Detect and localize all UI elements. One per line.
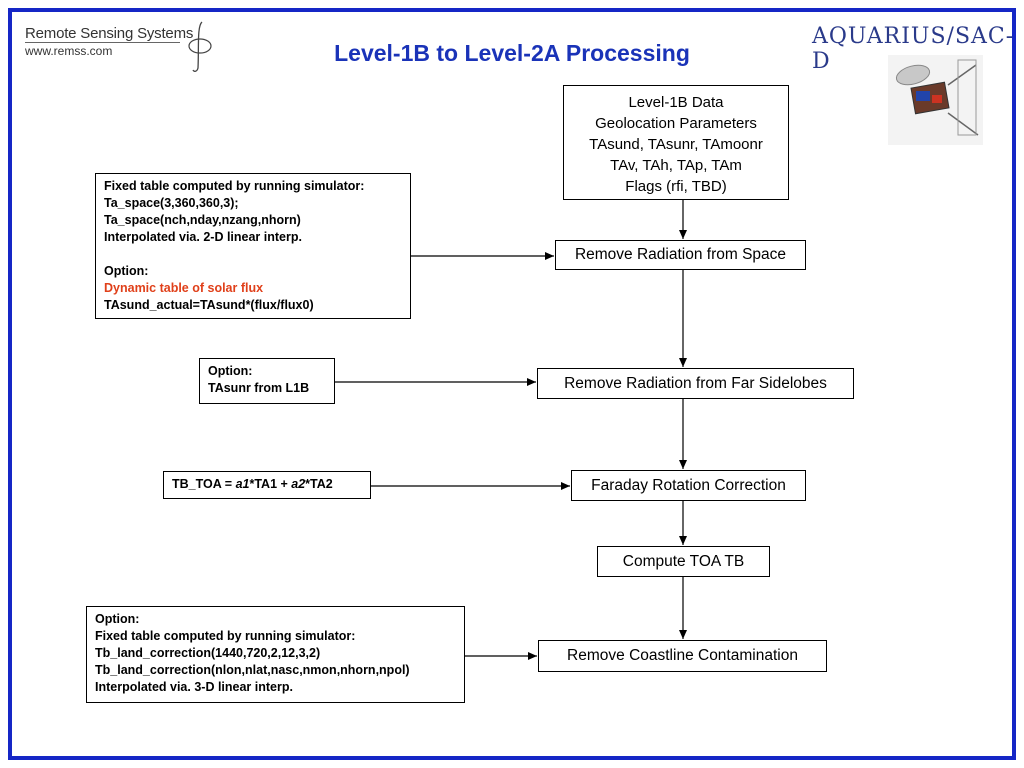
formula-part: *TA1 + <box>249 477 292 491</box>
note-line: Option: <box>95 612 140 626</box>
note-coastline: Option: Fixed table computed by running … <box>86 606 465 703</box>
note-sidelobes: Option: TAsunr from L1B <box>199 358 335 404</box>
note-line: Fixed table computed by running simulato… <box>95 629 356 643</box>
note-line: Tb_land_correction(nlon,nlat,nasc,nmon,n… <box>95 663 410 677</box>
formula-part: *TA2 <box>305 477 333 491</box>
step-faraday-rotation: Faraday Rotation Correction <box>571 470 806 501</box>
rss-logo-rule <box>25 42 180 43</box>
note-faraday: TB_TOA = a1*TA1 + a2*TA2 <box>163 471 371 499</box>
input-line: TAv, TAh, TAp, TAm <box>610 157 742 174</box>
note-line: Ta_space(nch,nday,nzang,nhorn) <box>104 213 301 227</box>
input-line: TAsund, TAsunr, TAmoonr <box>589 136 763 153</box>
level1b-input-box: Level-1B Data Geolocation Parameters TAs… <box>563 85 789 200</box>
note-line-highlight: Dynamic table of solar flux <box>104 281 264 295</box>
note-line: Interpolated via. 3-D linear interp. <box>95 680 293 694</box>
formula-coef: a1 <box>235 477 250 491</box>
note-line: TAsund_actual=TAsund*(flux/flux0) <box>104 298 314 312</box>
input-line: Flags (rfi, TBD) <box>625 178 727 195</box>
note-line: Option: <box>104 264 149 278</box>
satellite-icon <box>888 55 983 145</box>
step-remove-sidelobes: Remove Radiation from Far Sidelobes <box>537 368 854 399</box>
step-remove-space: Remove Radiation from Space <box>555 240 806 270</box>
page-title: Level-1B to Level-2A Processing <box>334 40 690 66</box>
note-line: Tb_land_correction(1440,720,2,12,3,2) <box>95 646 321 660</box>
input-line: Level-1B Data <box>628 94 724 111</box>
note-line: TAsunr from L1B <box>208 381 310 395</box>
rss-logo-url: www.remss.com <box>25 44 113 58</box>
note-space: Fixed table computed by running simulato… <box>95 173 411 319</box>
rss-logo-name: Remote Sensing Systems <box>25 25 194 42</box>
note-line: Ta_space(3,360,360,3); <box>104 196 239 210</box>
formula-part: TB_TOA = <box>172 477 236 491</box>
aquarius-logo-text: AQUARIUS/SAC-D <box>812 24 1015 74</box>
step-compute-toa: Compute TOA TB <box>597 546 770 577</box>
input-line: Geolocation Parameters <box>595 115 757 132</box>
step-remove-coastline: Remove Coastline Contamination <box>538 640 827 672</box>
note-line: Fixed table computed by running simulato… <box>104 179 365 193</box>
faraday-formula: TB_TOA = a1*TA1 + a2*TA2 <box>172 476 362 493</box>
formula-coef: a2 <box>291 477 306 491</box>
note-line: Option: <box>208 364 253 378</box>
note-line: Interpolated via. 2-D linear interp. <box>104 230 302 244</box>
rss-phi-icon <box>188 21 212 72</box>
